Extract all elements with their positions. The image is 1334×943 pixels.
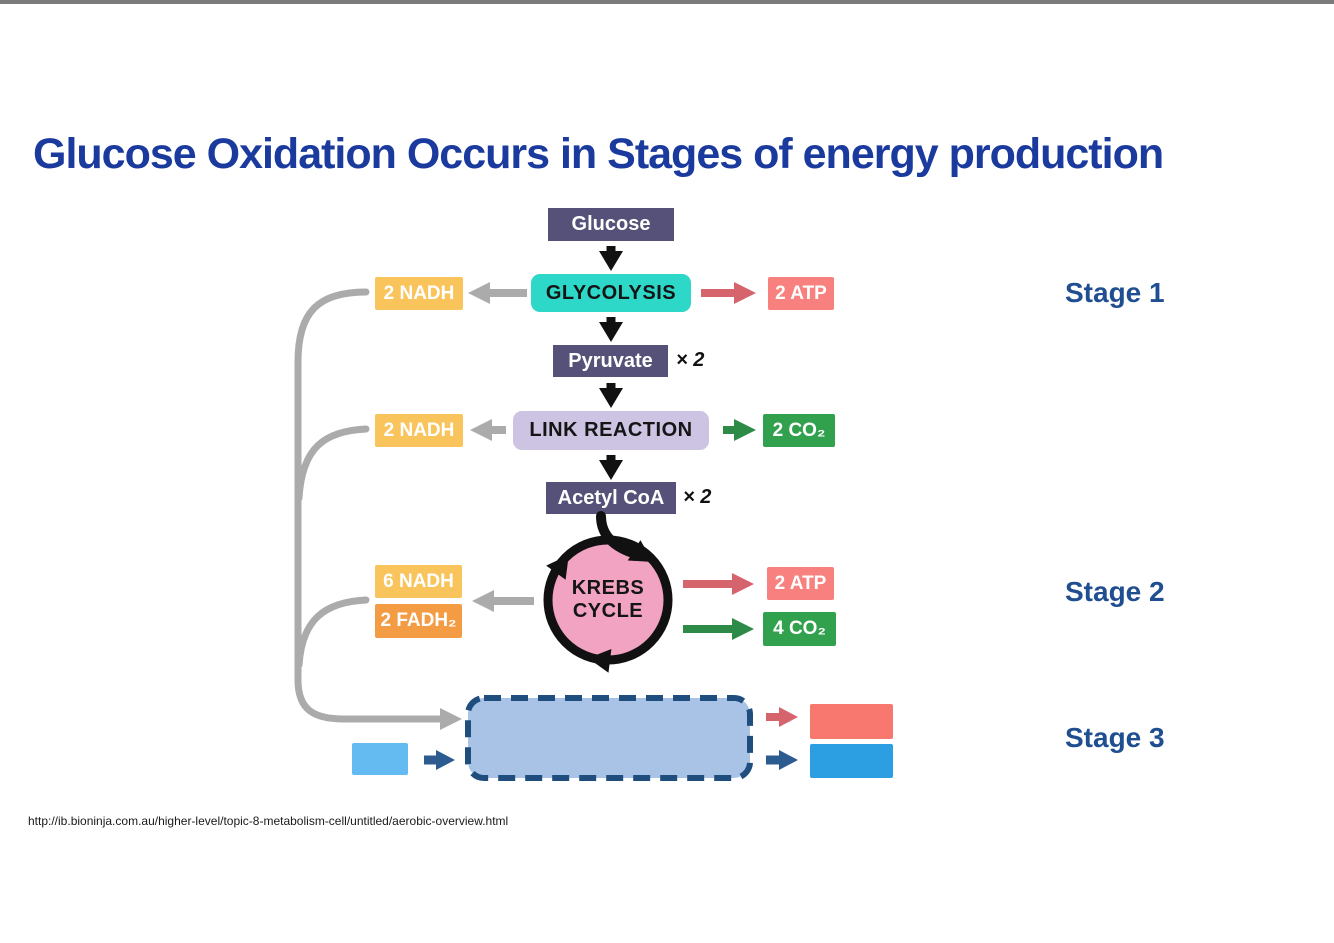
stage3-dashed-box xyxy=(468,698,750,778)
krebs-cycle-node: KREBS CYCLE xyxy=(548,540,668,660)
arrow-krebs-to-co2 xyxy=(683,618,754,640)
arrow-pyruvate-to-link xyxy=(599,383,623,408)
krebs-cycle-label-line2: CYCLE xyxy=(572,600,644,622)
arrow-krebs-to-atp xyxy=(683,573,754,595)
krebs-nadh-box: 6 NADH xyxy=(375,565,462,598)
arrow-link-to-nadh xyxy=(470,419,506,441)
arrow-glycolysis-to-atp xyxy=(701,282,756,304)
nadh-trunk-arrow xyxy=(294,288,444,723)
link-reaction-nadh-box: 2 NADH xyxy=(375,414,463,447)
glycolysis-nadh-box: 2 NADH xyxy=(375,277,463,310)
link-reaction-node: LINK REACTION xyxy=(513,411,709,450)
arrow-glycolysis-to-pyruvate xyxy=(599,317,623,342)
source-url: http://ib.bioninja.com.au/higher-level/t… xyxy=(28,814,509,828)
arrow-input-to-stage3 xyxy=(424,750,455,770)
page-title: Glucose Oxidation Occurs in Stages of en… xyxy=(33,130,1164,178)
arrow-link-to-acetyl xyxy=(599,455,623,480)
arrow-glucose-to-glycolysis xyxy=(599,246,623,271)
stage2-label: Stage 2 xyxy=(1065,576,1165,607)
pyruvate-multiplier: × 2 xyxy=(676,349,705,371)
arrow-link-to-co2 xyxy=(723,419,756,441)
arrow-krebs-to-nadh xyxy=(472,590,534,612)
stage3-output-blue-box xyxy=(810,744,893,778)
stage1-label: Stage 1 xyxy=(1065,277,1165,308)
krebs-co2-box: 4 CO₂ xyxy=(763,612,836,646)
glucose-node: Glucose xyxy=(548,208,674,241)
arrow-glycolysis-to-nadh xyxy=(468,282,527,304)
krebs-atp-box: 2 ATP xyxy=(767,567,834,600)
arrow-stage3-to-red-box xyxy=(766,707,798,727)
krebs-cycle-label-line1: KREBS xyxy=(571,577,645,599)
top-border-bar xyxy=(0,0,1334,4)
krebs-fadh2-box: 2 FADH₂ xyxy=(375,604,462,638)
glycolysis-node: GLYCOLYSIS xyxy=(531,274,691,312)
stage3-input-blue-box xyxy=(352,743,408,775)
nadh-branch-krebs xyxy=(295,596,370,669)
acetyl-coa-multiplier: × 2 xyxy=(683,486,712,508)
pyruvate-node: Pyruvate xyxy=(553,345,668,377)
link-reaction-co2-box: 2 CO₂ xyxy=(763,414,835,447)
stage3-output-red-box xyxy=(810,704,893,739)
arrow-stage3-to-blue-box xyxy=(766,750,798,770)
acetyl-coa-node: Acetyl CoA xyxy=(546,482,676,514)
glycolysis-atp-box: 2 ATP xyxy=(768,277,834,310)
stage3-label: Stage 3 xyxy=(1065,722,1165,753)
nadh-trunk-arrowhead xyxy=(440,708,462,730)
nadh-branch-link xyxy=(295,425,370,502)
